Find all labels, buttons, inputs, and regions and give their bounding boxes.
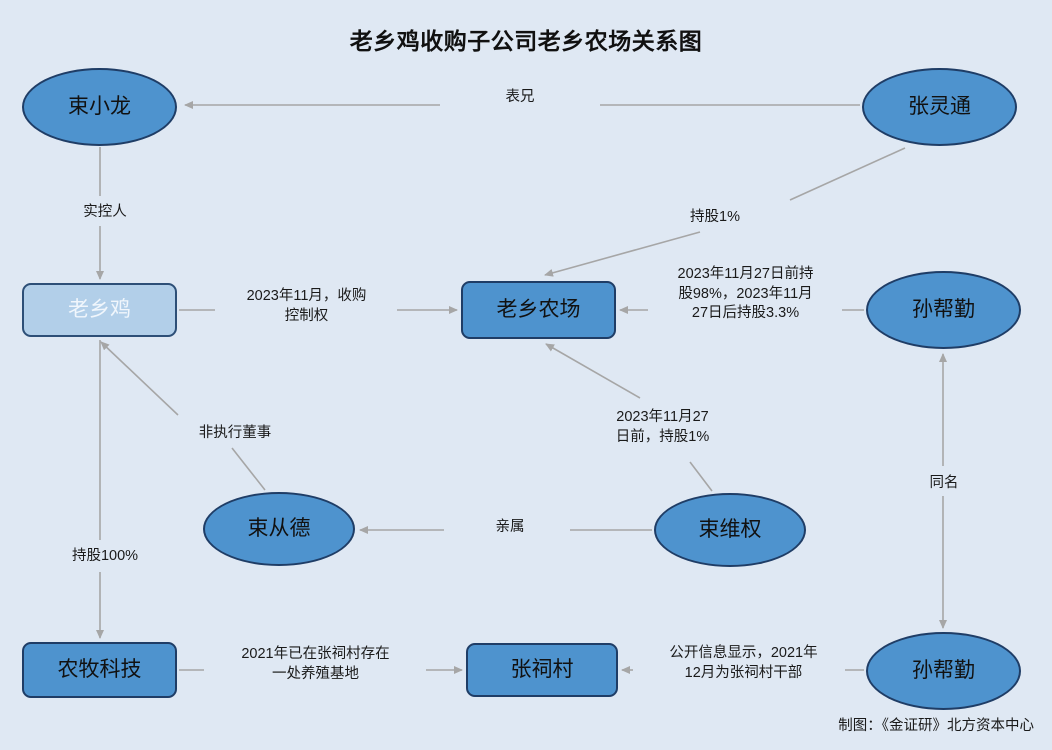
node-sun-bang-qin-top[interactable]: 孙帮勤 xyxy=(866,271,1021,349)
edge-chigu1wq-upper xyxy=(545,343,641,399)
edge-feizhixing-upper xyxy=(100,341,179,416)
node-zhang-ci-cun[interactable]: 张祠村 xyxy=(466,643,618,697)
edge-label-feizhixing: 非执行董事 xyxy=(198,425,272,441)
edge-feizhixing-lower xyxy=(231,447,266,491)
node-label: 张祠村 xyxy=(510,657,574,681)
edge-label-ganbu: 公开信息显示，2021年 12月为张祠村干部 xyxy=(669,645,818,681)
edge-label-chigu1: 持股1% xyxy=(690,209,740,225)
edge-label-qinshu: 亲属 xyxy=(495,519,525,535)
edge-label-yangzhi: 2021年已在张祠村存在 一处养殖基地 xyxy=(241,646,390,682)
node-label: 束小龙 xyxy=(68,94,131,118)
node-label: 张灵通 xyxy=(908,94,971,118)
node-label: 老乡鸡 xyxy=(68,297,131,321)
node-label: 农牧科技 xyxy=(57,657,142,681)
node-nong-mu-ke-ji[interactable]: 农牧科技 xyxy=(22,642,177,698)
node-sun-bang-qin-bottom[interactable]: 孙帮勤 xyxy=(866,632,1021,710)
node-lao-xiang-ji[interactable]: 老乡鸡 xyxy=(22,283,177,337)
edge-label-chigu100: 持股100% xyxy=(71,548,139,564)
edge-chigu1wq-lower xyxy=(689,461,713,492)
node-label: 孙帮勤 xyxy=(912,658,975,682)
edge-label-tongming: 同名 xyxy=(929,475,959,491)
edge-label-chigu98: 2023年11月27日前持 股98%，2023年11月 27日后持股3.3% xyxy=(677,266,814,322)
node-label: 束从德 xyxy=(247,516,311,540)
credit-line: 制图：《金证研》北方资本中心 xyxy=(838,718,1034,734)
page-title: 老乡鸡收购子公司老乡农场关系图 xyxy=(349,28,703,54)
node-label: 孙帮勤 xyxy=(912,297,975,321)
edge-label-chigu1-weiquan: 2023年11月27 日前，持股1% xyxy=(615,409,710,445)
edge-label-shougou: 2023年11月，收购 控制权 xyxy=(246,288,367,324)
edge-chigu1-upper xyxy=(789,147,906,201)
node-shu-wei-quan[interactable]: 束维权 xyxy=(654,493,806,567)
edge-label-biaoxiong: 表兄 xyxy=(505,89,535,105)
node-label: 老乡农场 xyxy=(496,297,581,321)
edge-label-shikongren: 实控人 xyxy=(83,204,127,220)
node-shu-xiao-long[interactable]: 束小龙 xyxy=(22,68,177,146)
node-zhang-ling-tong[interactable]: 张灵通 xyxy=(862,68,1017,146)
node-shu-cong-de[interactable]: 束从德 xyxy=(203,492,355,566)
node-label: 束维权 xyxy=(698,517,762,541)
node-lao-xiang-nong-chang[interactable]: 老乡农场 xyxy=(461,281,616,339)
